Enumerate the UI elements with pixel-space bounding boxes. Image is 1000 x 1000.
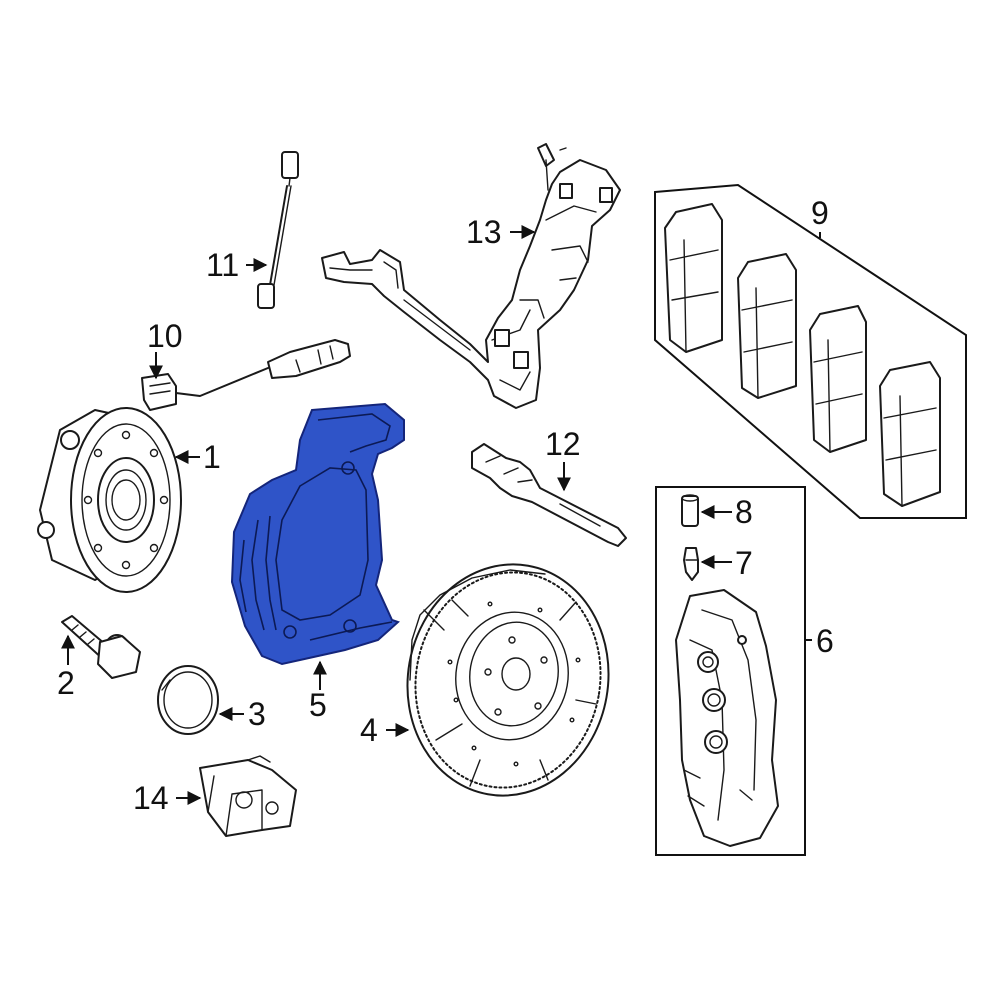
callout-4: 4 [360,712,378,748]
part-9-brake-pads[interactable] [654,183,967,519]
part-14-cover[interactable] [199,755,297,837]
pad-4 [879,361,941,507]
callout-2: 2 [57,665,75,701]
part-8-bleeder-cap[interactable] [681,494,699,527]
callout-labels: 1 2 3 4 5 6 7 8 9 10 11 12 13 14 [57,195,834,816]
part-4-brake-rotor[interactable] [389,548,626,811]
leader-lines [61,225,821,805]
part-1-wheel-hub[interactable] [37,407,182,593]
part-7-bleeder-screw[interactable] [683,547,699,581]
pad-1 [664,203,723,353]
callout-3: 3 [248,696,266,732]
callout-13: 13 [466,214,502,250]
callout-1: 1 [203,439,221,475]
pad-2 [737,253,797,399]
callout-5: 5 [309,687,327,723]
part-5-splash-shield[interactable] [230,402,405,666]
part-10-speed-sensor[interactable] [141,339,351,411]
part-6-caliper-group[interactable] [655,486,806,856]
part-12-guide-pin[interactable] [471,443,627,547]
callout-10: 10 [147,318,183,354]
splash-shield-body [230,402,405,666]
callout-12: 12 [545,426,581,462]
part-3-cap[interactable] [157,665,219,735]
pad-3 [809,305,867,453]
part-13-bracket[interactable] [321,143,621,409]
callout-9: 9 [811,195,829,231]
callout-14: 14 [133,780,169,816]
part-11-wear-sensor[interactable] [257,151,299,309]
callout-8: 8 [735,494,753,530]
callout-7: 7 [735,545,753,581]
part-2-bolt[interactable] [61,615,141,679]
splash-shield-inner [275,467,369,621]
callout-11: 11 [206,247,239,283]
callout-6: 6 [816,623,834,659]
part-6-caliper [675,589,779,847]
